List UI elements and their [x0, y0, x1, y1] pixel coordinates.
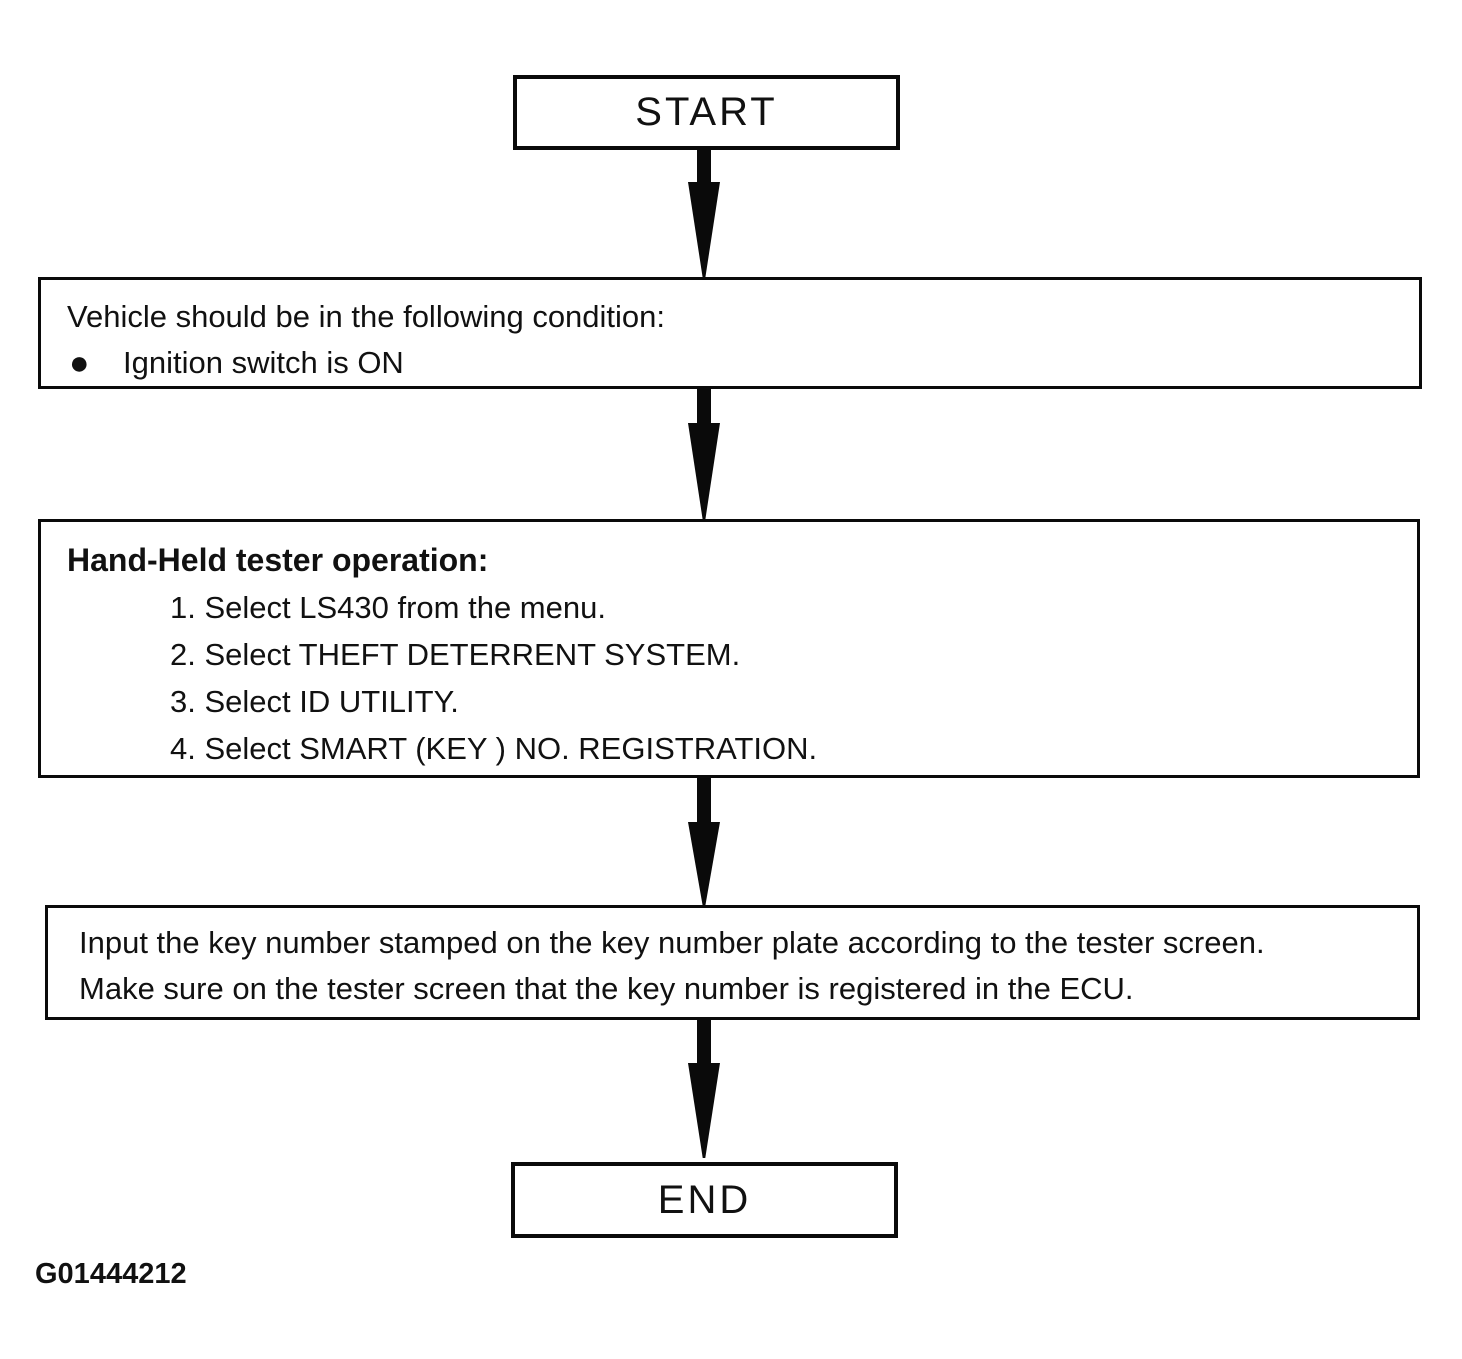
- condition-bullet-text: Ignition switch is ON: [123, 345, 404, 380]
- start-label: START: [635, 90, 778, 134]
- arrow-down-icon: [688, 182, 720, 278]
- condition-node: Vehicle should be in the following condi…: [38, 277, 1422, 389]
- key-input-line-2: Make sure on the tester screen that the …: [79, 971, 1134, 1006]
- tester-operation-title: Hand-Held tester operation:: [67, 542, 489, 578]
- bullet-icon: ●: [69, 344, 90, 382]
- arrow-stem: [697, 150, 711, 184]
- start-node: START: [513, 75, 900, 150]
- arrow-stem: [697, 1020, 711, 1065]
- tester-step-1: 1. Select LS430 from the menu.: [170, 590, 606, 625]
- condition-bullet-item: ● Ignition switch is ON: [67, 340, 1399, 386]
- arrow-stem: [697, 389, 711, 425]
- end-label: END: [657, 1177, 752, 1222]
- arrow-down-icon: [688, 822, 720, 906]
- flow-arrow-2: [688, 389, 720, 520]
- arrow-down-icon: [688, 1063, 720, 1158]
- tester-step-4: 4. Select SMART (KEY ) NO. REGISTRATION.: [170, 731, 818, 766]
- tester-step-2: 2. Select THEFT DETERRENT SYSTEM.: [170, 637, 741, 672]
- flow-arrow-1: [688, 150, 720, 278]
- key-input-node: Input the key number stamped on the key …: [45, 905, 1420, 1020]
- flow-arrow-3: [688, 778, 720, 906]
- tester-step-3: 3. Select ID UTILITY.: [170, 684, 459, 719]
- flow-arrow-4: [688, 1020, 720, 1158]
- figure-id-label: G01444212: [35, 1258, 187, 1290]
- arrow-down-icon: [688, 423, 720, 520]
- arrow-stem: [697, 778, 711, 824]
- condition-title: Vehicle should be in the following condi…: [67, 299, 666, 334]
- tester-operation-node: Hand-Held tester operation: 1. Select LS…: [38, 519, 1420, 778]
- key-input-line-1: Input the key number stamped on the key …: [79, 925, 1265, 960]
- end-node: END: [511, 1162, 898, 1238]
